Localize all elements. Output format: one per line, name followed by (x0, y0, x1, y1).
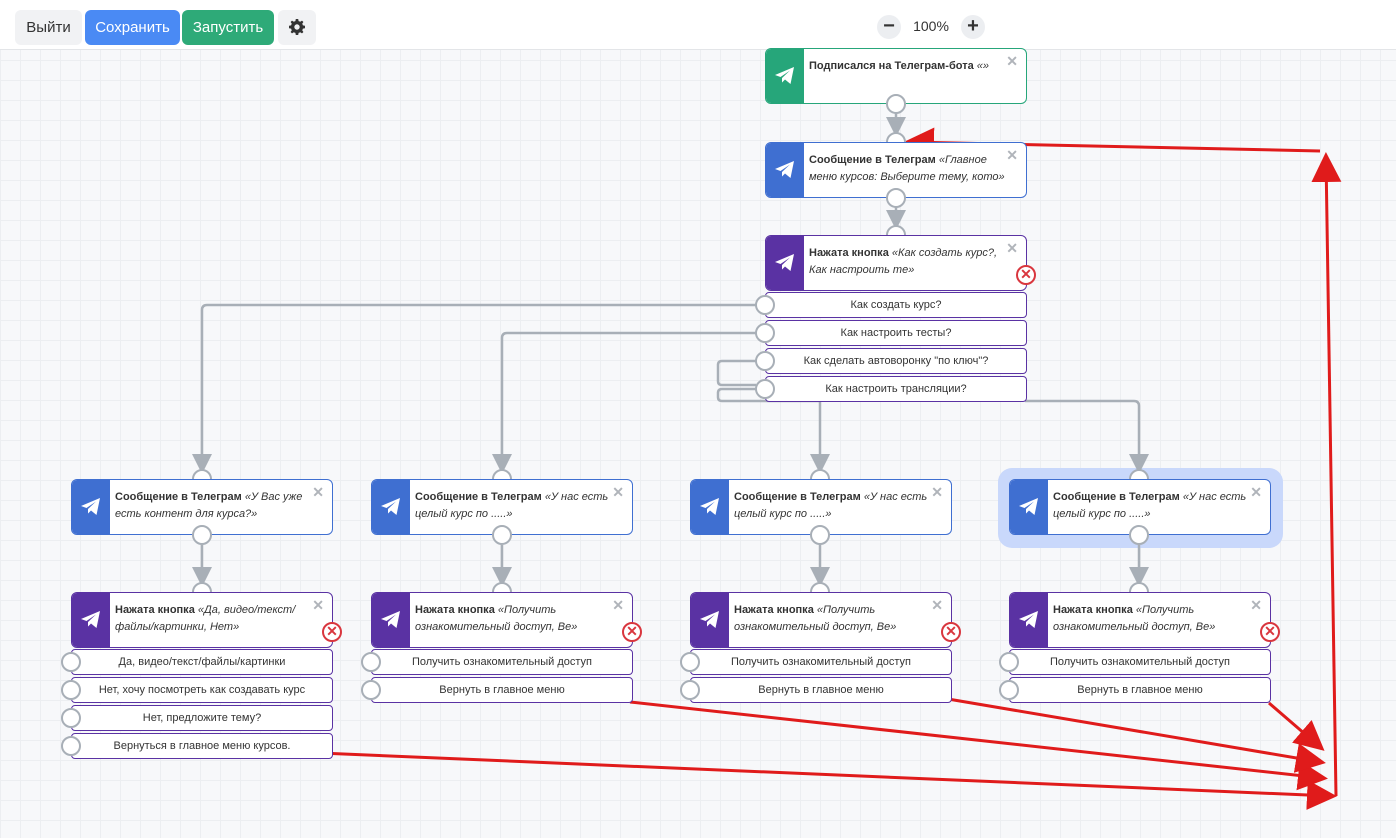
error-icon[interactable]: ✕ (1260, 622, 1280, 642)
gear-icon (289, 19, 305, 35)
button-option[interactable]: Вернуть в главное меню (690, 677, 952, 703)
button-option[interactable]: Вернуться в главное меню курсов. (71, 733, 333, 759)
node-label: Сообщение в Телеграм «У Вас уже есть кон… (115, 491, 303, 520)
settings-button[interactable] (278, 10, 316, 45)
zoom-in-button[interactable]: + (961, 15, 985, 39)
wire-opt4-loop (716, 387, 820, 403)
button-option[interactable]: Как настроить тесты? (765, 320, 1027, 346)
telegram-icon (72, 480, 110, 534)
option-port[interactable] (755, 295, 775, 315)
option-port[interactable] (680, 652, 700, 672)
zoom-level: 100% (913, 18, 949, 34)
telegram-icon (372, 480, 410, 534)
option-port[interactable] (361, 680, 381, 700)
zoom-out-button[interactable]: − (877, 15, 901, 39)
button-option[interactable]: Вернуть в главное меню (371, 677, 633, 703)
run-button[interactable]: Запустить (182, 10, 274, 45)
node-button-access-3[interactable]: Нажата кнопка «Получить ознакомительный … (1009, 592, 1280, 648)
node-label: Нажата кнопка «Как создать курс?, Как на… (809, 247, 998, 276)
wire-opt2-n4 (492, 331, 756, 474)
annotation-arrow-up (1311, 152, 1342, 797)
option-port[interactable] (755, 379, 775, 399)
close-icon[interactable]: ✕ (1250, 597, 1262, 613)
annotation-arrow-4 (1268, 701, 1325, 751)
node-label: Сообщение в Телеграм «Главное меню курсо… (809, 154, 1005, 183)
error-icon[interactable]: ✕ (622, 622, 642, 642)
button-option[interactable]: Нет, предложите тему? (71, 705, 333, 731)
telegram-icon (691, 480, 729, 534)
option-port[interactable] (999, 652, 1019, 672)
node-label: Подписался на Телеграм-бота «» (809, 60, 990, 72)
node-label: Сообщение в Телеграм «У нас есть целый к… (1053, 491, 1247, 520)
node-button-pressed-main[interactable]: Нажата кнопка «Как создать курс?, Как на… (765, 235, 1036, 291)
close-icon[interactable]: ✕ (1250, 484, 1262, 500)
output-port[interactable] (492, 525, 512, 545)
telegram-icon (372, 593, 410, 647)
error-icon[interactable]: ✕ (941, 622, 961, 642)
close-icon[interactable]: ✕ (931, 484, 943, 500)
node-button-content[interactable]: Нажата кнопка «Да, видео/текст/файлы/кар… (71, 592, 342, 648)
annotation-arrow-3 (947, 697, 1326, 773)
button-option[interactable]: Как настроить трансляции? (765, 376, 1027, 402)
button-option[interactable]: Получить ознакомительный доступ (690, 649, 952, 675)
annotation-arrow-2 (629, 700, 1328, 791)
output-port[interactable] (192, 525, 212, 545)
node-label: Сообщение в Телеграм «У нас есть целый к… (415, 491, 609, 520)
wire-opt3-loop (716, 359, 756, 387)
close-icon[interactable]: ✕ (1006, 53, 1018, 69)
error-icon[interactable]: ✕ (1016, 265, 1036, 285)
option-port[interactable] (361, 652, 381, 672)
error-icon[interactable]: ✕ (322, 622, 342, 642)
close-icon[interactable]: ✕ (1006, 147, 1018, 163)
wire-opt4-n6 (1025, 399, 1149, 474)
close-icon[interactable]: ✕ (931, 597, 943, 613)
node-label: Сообщение в Телеграм «У нас есть целый к… (734, 491, 928, 520)
option-port[interactable] (755, 351, 775, 371)
telegram-icon (1010, 480, 1048, 534)
node-label: Нажата кнопка «Получить ознакомительный … (415, 604, 578, 633)
button-option[interactable]: Получить ознакомительный доступ (371, 649, 633, 675)
output-port[interactable] (886, 94, 906, 114)
button-option[interactable]: Получить ознакомительный доступ (1009, 649, 1271, 675)
save-button[interactable]: Сохранить (85, 10, 180, 45)
button-option[interactable]: Как сделать автоворонку "по ключ"? (765, 348, 1027, 374)
node-button-access-1[interactable]: Нажата кнопка «Получить ознакомительный … (371, 592, 642, 648)
node-button-access-2[interactable]: Нажата кнопка «Получить ознакомительный … (690, 592, 961, 648)
option-port[interactable] (61, 652, 81, 672)
telegram-icon (72, 593, 110, 647)
button-option[interactable]: Вернуть в главное меню (1009, 677, 1271, 703)
option-port[interactable] (61, 736, 81, 756)
annotation-arrow-1 (319, 751, 1337, 810)
telegram-icon (766, 143, 804, 197)
node-label: Нажата кнопка «Да, видео/текст/файлы/кар… (115, 604, 296, 633)
option-port[interactable] (999, 680, 1019, 700)
output-port[interactable] (810, 525, 830, 545)
option-port[interactable] (61, 680, 81, 700)
telegram-icon (766, 236, 804, 290)
node-label: Нажата кнопка «Получить ознакомительный … (1053, 604, 1216, 633)
close-icon[interactable]: ✕ (612, 597, 624, 613)
close-icon[interactable]: ✕ (1006, 240, 1018, 256)
option-port[interactable] (755, 323, 775, 343)
exit-button[interactable]: Выйти (15, 10, 82, 45)
wire-opt1-n3 (192, 303, 756, 474)
button-option[interactable]: Как создать курс? (765, 292, 1027, 318)
toolbar: Выйти Сохранить Запустить − 100% + (0, 0, 1396, 50)
close-icon[interactable]: ✕ (312, 484, 324, 500)
button-option[interactable]: Да, видео/текст/файлы/картинки (71, 649, 333, 675)
telegram-icon (691, 593, 729, 647)
option-port[interactable] (680, 680, 700, 700)
button-option[interactable]: Нет, хочу посмотреть как создавать курс (71, 677, 333, 703)
close-icon[interactable]: ✕ (612, 484, 624, 500)
output-port[interactable] (886, 188, 906, 208)
telegram-icon (1010, 593, 1048, 647)
output-port[interactable] (1129, 525, 1149, 545)
node-label: Нажата кнопка «Получить ознакомительный … (734, 604, 897, 633)
option-port[interactable] (61, 708, 81, 728)
close-icon[interactable]: ✕ (312, 597, 324, 613)
telegram-icon (766, 49, 804, 103)
